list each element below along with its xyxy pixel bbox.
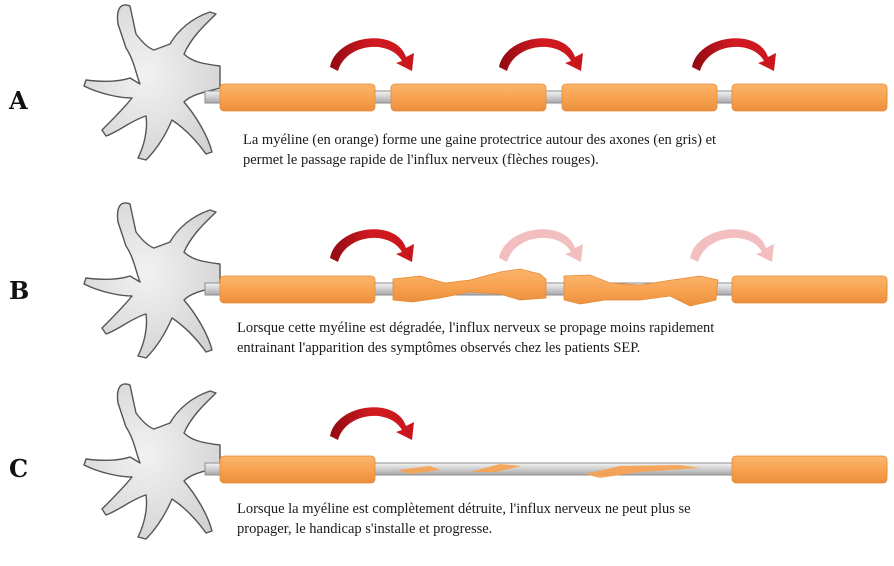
neuron-cell-body-icon bbox=[84, 384, 220, 539]
panel-label-a: A bbox=[9, 86, 28, 115]
damaged-myelin-segment bbox=[393, 269, 546, 302]
panel-a-caption: La myéline (en orange) forme une gaine p… bbox=[243, 130, 716, 170]
nerve-impulse-arrow-icon bbox=[692, 38, 776, 71]
panel-label-b: B bbox=[9, 276, 29, 305]
myelin-segment bbox=[562, 84, 717, 111]
myelin-segment bbox=[220, 456, 375, 483]
myelin-segment bbox=[732, 456, 887, 483]
caption-line: La myéline (en orange) forme une gaine p… bbox=[243, 130, 716, 150]
caption-line: permet le passage rapide de l'influx ner… bbox=[243, 150, 716, 170]
panel-label-c: C bbox=[9, 454, 28, 483]
caption-line: propager, le handicap s'installe et prog… bbox=[237, 519, 691, 539]
faded-impulse-arrow-icon bbox=[690, 229, 774, 262]
faded-impulse-arrow-icon bbox=[499, 229, 583, 262]
myelin-segment bbox=[391, 84, 546, 111]
panel-c-caption: Lorsque la myéline est complètement détr… bbox=[237, 499, 691, 539]
caption-line: entrainant l'apparition des symptômes ob… bbox=[237, 338, 714, 358]
nerve-impulse-arrow-icon bbox=[330, 407, 414, 440]
nerve-impulse-arrow-icon bbox=[330, 229, 414, 262]
neuron-cell-body-icon bbox=[84, 5, 220, 160]
myelin-segment bbox=[220, 276, 375, 303]
caption-line: Lorsque cette myéline est dégradée, l'in… bbox=[237, 318, 714, 338]
caption-line: Lorsque la myéline est complètement détr… bbox=[237, 499, 691, 519]
myelin-segment bbox=[220, 84, 375, 111]
damaged-myelin-segment bbox=[564, 275, 718, 306]
myelin-segment bbox=[732, 276, 887, 303]
myelin-segment bbox=[732, 84, 887, 111]
nerve-impulse-arrow-icon bbox=[499, 38, 583, 71]
neuron-cell-body-icon bbox=[84, 203, 220, 358]
panel-b-caption: Lorsque cette myéline est dégradée, l'in… bbox=[237, 318, 714, 358]
nerve-impulse-arrow-icon bbox=[330, 38, 414, 71]
